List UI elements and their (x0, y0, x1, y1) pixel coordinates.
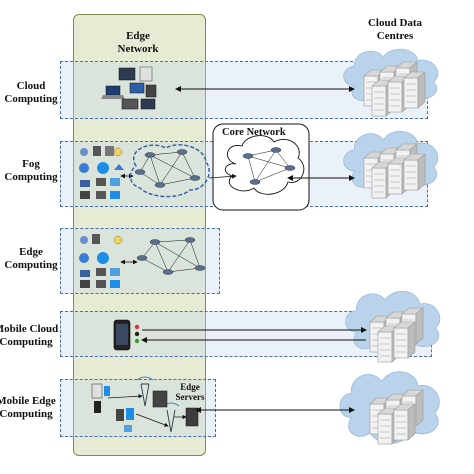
fog-iot-devices-icon (79, 146, 124, 199)
cloud-data-centres-title: Cloud Data Centres (367, 17, 423, 42)
core-network-title: Core Network (222, 127, 286, 138)
signal-light-icon (134, 324, 140, 344)
smartphone-icon (113, 319, 131, 351)
fog-network-topology (129, 144, 210, 198)
cloud-computing-devices-icon (101, 66, 157, 110)
edge-servers-label: Edge Servers (175, 382, 205, 402)
edge-iot-devices-icon (79, 234, 123, 288)
row-label-fog-computing: Fog Computing (4, 158, 58, 183)
row-label-mobile-edge-computing: Mobile Edge Computing (0, 395, 56, 420)
edge-network-topology (141, 239, 201, 273)
core-network-cloud-icon (224, 135, 305, 195)
edge-network-title: Edge Network (117, 30, 159, 55)
row-label-mobile-cloud-computing: Mobile Cloud Computing (0, 323, 59, 348)
edge-router-icon (136, 237, 206, 275)
row-label-cloud-computing: Cloud Computing (4, 80, 58, 105)
row-label-edge-computing: Edge Computing (4, 246, 58, 271)
mobile-devices-icon (91, 383, 134, 432)
